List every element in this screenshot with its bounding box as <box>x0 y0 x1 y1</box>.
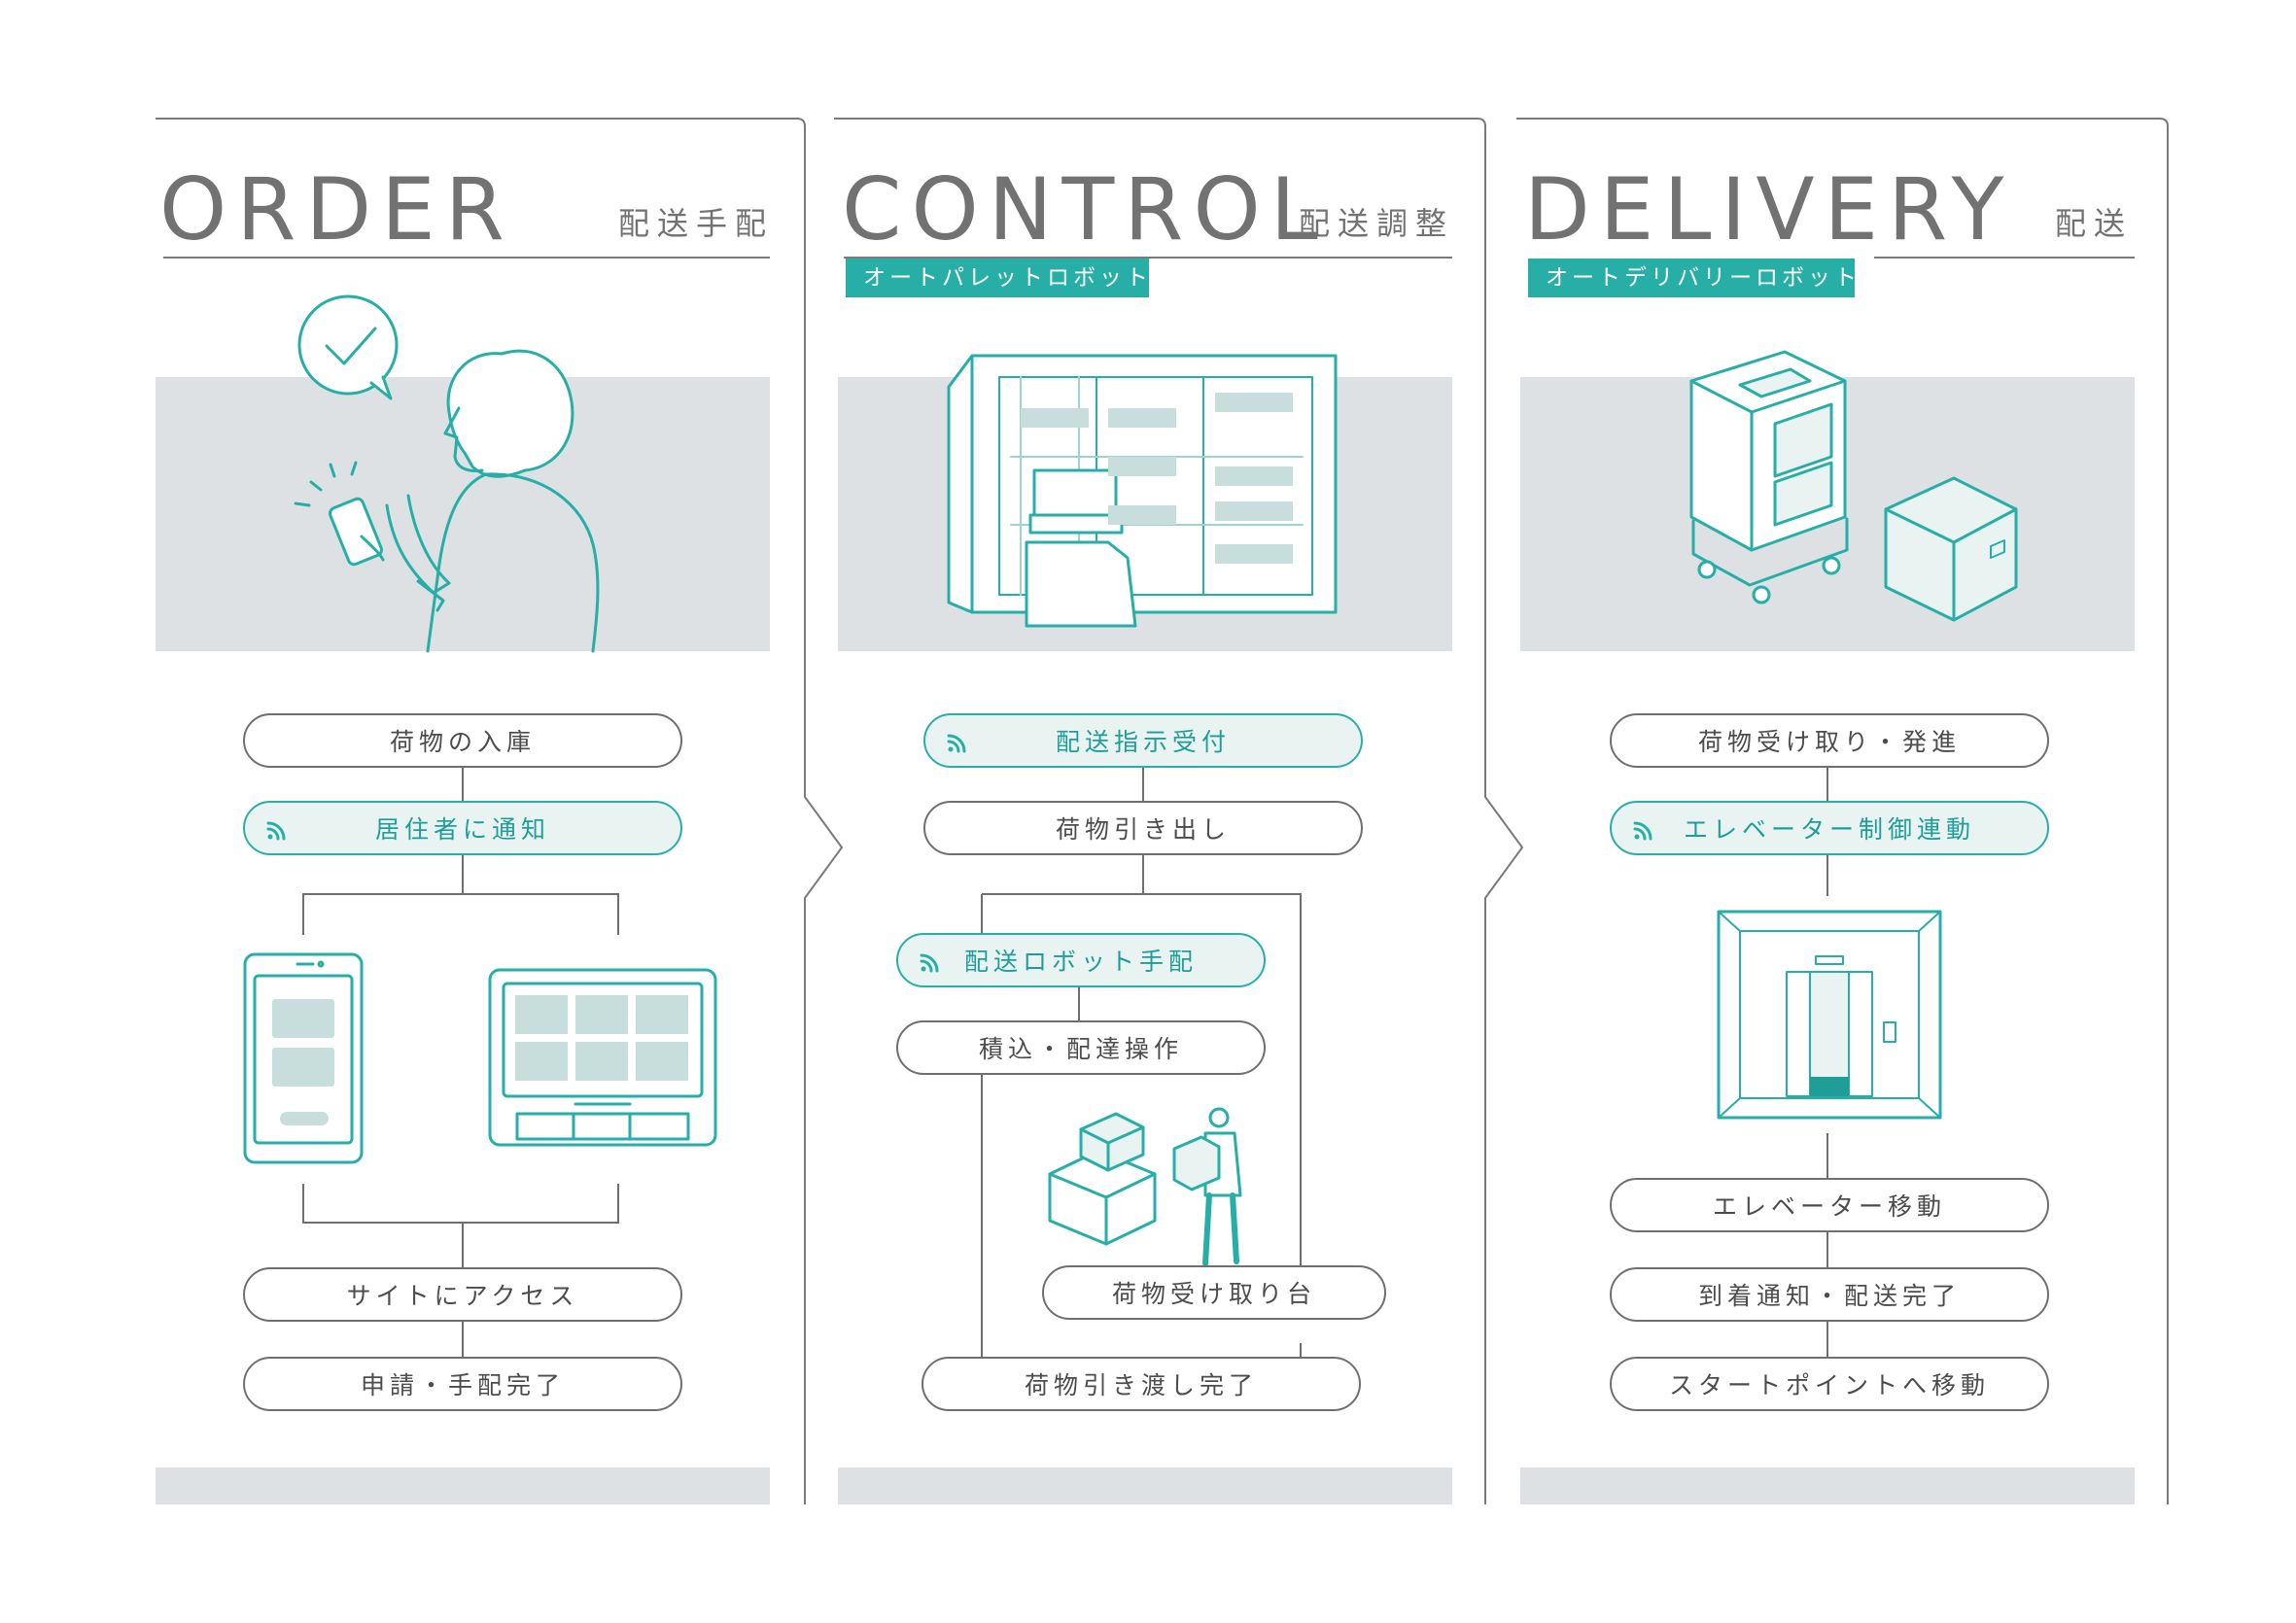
step-elevator-control: エレベーター制御連動 <box>1610 801 2049 855</box>
wifi-signal-icon <box>947 734 966 753</box>
step-handover-complete: 荷物引き渡し完了 <box>922 1357 1361 1411</box>
order-footer-bar <box>156 1468 770 1504</box>
step-receive-instruction: 配送指示受付 <box>923 713 1363 768</box>
step-receiving-stand: 荷物受け取り台 <box>1042 1265 1386 1320</box>
step-label: 積込・配達操作 <box>978 1035 1183 1063</box>
step-label: スタートポイントへ移動 <box>1668 1371 1990 1399</box>
step-notify-resident: 居住者に通知 <box>243 801 682 855</box>
step-label: 居住者に通知 <box>374 815 550 844</box>
step-label: 到着通知・配送完了 <box>1697 1282 1961 1310</box>
step-dispatch-robot: 配送ロボット手配 <box>896 933 1266 987</box>
elevator-icon <box>1717 910 1942 1120</box>
worker-carrying-box-icon <box>1172 1107 1242 1266</box>
package-box-icon <box>1884 476 2018 622</box>
delivery-title: DELIVERY <box>1524 159 2014 259</box>
step-pickup-departure: 荷物受け取り・発進 <box>1610 713 2049 768</box>
delivery-robot-icon <box>1689 350 1849 604</box>
delivery-subtitle: 配送 <box>2054 205 2133 242</box>
order-subtitle: 配送手配 <box>618 205 775 242</box>
step-arrival-notice: 到着通知・配送完了 <box>1610 1267 2049 1322</box>
step-label: 申請・手配完了 <box>360 1371 565 1399</box>
package-box-icon <box>1048 1112 1157 1246</box>
step-return-start: スタートポイントへ移動 <box>1610 1357 2049 1411</box>
step-label: エレベーター移動 <box>1712 1192 1946 1221</box>
step-label: 荷物受け取り台 <box>1111 1280 1316 1308</box>
step-label: 荷物引き渡し完了 <box>1024 1371 1258 1399</box>
step-label: 配送指示受付 <box>1055 728 1231 756</box>
step-elevator-move: エレベーター移動 <box>1610 1178 2049 1232</box>
control-footer-bar <box>838 1468 1452 1504</box>
step-label: 荷物の入庫 <box>389 728 536 756</box>
step-label: 荷物引き出し <box>1055 815 1231 844</box>
step-retrieve-package: 荷物引き出し <box>923 801 1363 855</box>
step-label: 配送ロボット手配 <box>963 948 1198 976</box>
wifi-signal-icon <box>1633 821 1652 841</box>
step-request-complete: 申請・手配完了 <box>243 1357 682 1411</box>
control-robot-tag: オートパレットロボット <box>846 259 1149 297</box>
step-package-intake: 荷物の入庫 <box>243 713 682 768</box>
delivery-footer-bar <box>1520 1468 2135 1504</box>
delivery-robot-tag: オートデリバリーロボット <box>1528 259 1857 297</box>
control-subtitle: 配送調整 <box>1299 205 1455 242</box>
step-label: 荷物受け取り・発進 <box>1697 728 1961 756</box>
checkmark-bubble-icon <box>297 294 399 400</box>
step-label: エレベーター制御連動 <box>1683 815 1975 844</box>
wifi-signal-icon <box>920 953 939 973</box>
step-load-delivery: 積込・配達操作 <box>896 1020 1266 1075</box>
control-title: CONTROL <box>842 159 1328 259</box>
person-with-phone-icon <box>294 349 600 653</box>
step-access-site: サイトにアクセス <box>243 1267 682 1322</box>
wifi-signal-icon <box>266 821 286 841</box>
step-label: サイトにアクセス <box>346 1282 579 1310</box>
order-title: ORDER <box>159 159 514 259</box>
